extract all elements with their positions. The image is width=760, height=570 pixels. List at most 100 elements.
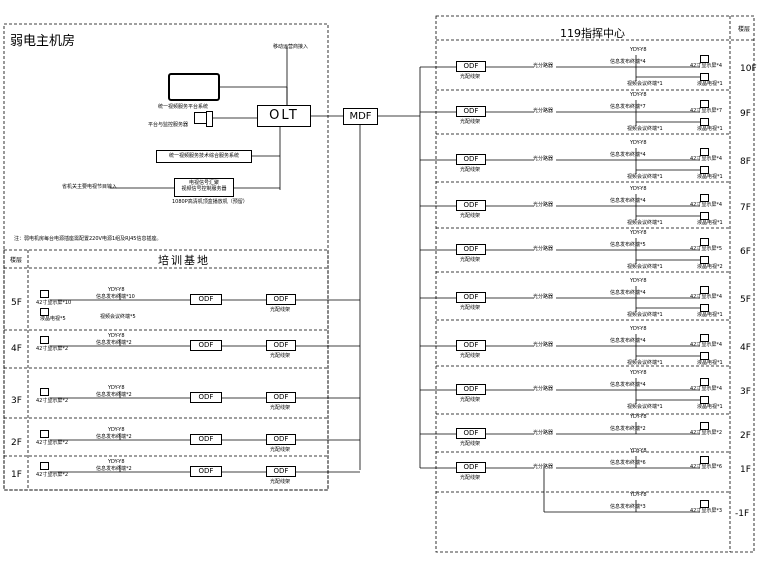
display-label: 42寸显示屏*4 (690, 386, 723, 392)
pon-label: 光分路器 (533, 464, 554, 470)
pon-label: 光分路器 (533, 156, 554, 162)
terminal-label-3: 1080P高清机顶盒播放机（预留） (172, 199, 248, 205)
display-icon (700, 118, 709, 126)
patch-label: 光配线架 (460, 353, 481, 359)
ydy-label: YDY-Y8 (630, 326, 647, 332)
patch-label: 光配线架 (460, 213, 481, 219)
tv-label: 液晶电视*2 (697, 264, 723, 270)
pon-label: 光分路器 (533, 246, 554, 252)
odf-box: ODF (190, 434, 222, 445)
olt-box: OLT (257, 105, 311, 127)
display-icon (700, 100, 709, 108)
player-label: 信息发布终端*4 (610, 290, 646, 296)
conf-label: 视频会议终端*1 (627, 81, 663, 87)
odf-box: ODF (266, 340, 296, 351)
tv-label: 液晶电视*1 (697, 404, 723, 410)
odf-box: ODF (266, 392, 296, 403)
floor-label: 2F (740, 431, 751, 441)
display-icon (40, 462, 49, 470)
ydy-label: YDY-Y8 (108, 459, 125, 465)
odf-box: ODF (266, 466, 296, 477)
tv-label: 液晶电视*1 (697, 360, 723, 366)
tv-label: 液晶电视*1 (697, 126, 723, 132)
floor-label: 1F (11, 470, 22, 480)
display-icon (40, 430, 49, 438)
odf-box: ODF (456, 244, 486, 255)
player-label: 信息发布终端*4 (610, 198, 646, 204)
display-icon (700, 396, 709, 404)
display-icon (40, 336, 49, 344)
ydy-label: YDY-Y8 (630, 186, 647, 192)
player-label: 信息发布终端*10 (96, 294, 135, 300)
floor-label: 5F (11, 298, 22, 308)
floor-label: 3F (740, 387, 751, 397)
ydy-label: YDY-Y8 (630, 492, 647, 498)
display-icon (700, 378, 709, 386)
platform-label: 统一视频服务平台系统 (158, 104, 209, 110)
player-label: 信息发布终端*6 (610, 460, 646, 466)
tv-label: 液晶电视*1 (697, 81, 723, 87)
floor-label: 4F (740, 343, 751, 353)
display-label: 42寸显示屏*2 (36, 440, 69, 446)
floor-label: 3F (11, 396, 22, 406)
terminal-label-2: 视频信号控制服务器 (181, 186, 227, 192)
display-label: 42寸显示屏*4 (690, 342, 723, 348)
patch-label: 光配线架 (460, 167, 481, 173)
patch-label: 光配线架 (460, 257, 481, 263)
floor-label: 5F (740, 295, 751, 305)
ydy-label: YDY-Y8 (630, 230, 647, 236)
conf-label: 视频会议终端*1 (627, 404, 663, 410)
pon-label: 光分路器 (533, 386, 554, 392)
patch-label: 光配线架 (460, 74, 481, 80)
display-icon (700, 256, 709, 264)
mdf-box: MDF (343, 108, 378, 125)
display-icon (700, 73, 709, 81)
conf-label: 视频会议终端*1 (627, 174, 663, 180)
ydy-label: YDY-Y8 (108, 427, 125, 433)
display-label: 42寸显示屏*3 (690, 508, 723, 514)
display-label: 42寸显示屏*10 (36, 300, 72, 306)
ydy-label: YDY-Y8 (630, 414, 647, 420)
floor-label: 1F (740, 465, 751, 475)
odf-box: ODF (456, 292, 486, 303)
conf-label: 视频会议终端*1 (627, 220, 663, 226)
mgmt-server-label: 平台与监控服务器 (148, 122, 189, 128)
patch-label: 光配线架 (460, 441, 481, 447)
display-icon (700, 422, 709, 430)
training-title: 培训基地 (158, 254, 210, 267)
ydy-label: YDY-Y8 (108, 333, 125, 339)
display-label: 42寸显示屏*2 (36, 398, 69, 404)
pon-label: 光分路器 (533, 430, 554, 436)
player-label: 信息发布终端*3 (610, 504, 646, 510)
display-label: 42寸显示屏*2 (36, 472, 69, 478)
floor-label: 9F (740, 109, 751, 119)
training-floor-header: 楼层 (10, 257, 23, 264)
pon-label: 光分路器 (533, 342, 554, 348)
player-label: 信息发布终端*4 (610, 59, 646, 65)
odf-box: ODF (266, 434, 296, 445)
display-icon (40, 290, 49, 298)
display-label: 42寸显示屏*4 (690, 294, 723, 300)
machine-room-title: 弱电主机房 (10, 34, 76, 49)
external-input-label: 省机关主要电视节目输入 (62, 184, 118, 190)
odf-box: ODF (456, 462, 486, 473)
odf-box: ODF (456, 154, 486, 165)
player-label: 信息发布终端*2 (610, 426, 646, 432)
odf-box: ODF (190, 466, 222, 477)
patch-label: 光配线架 (270, 447, 291, 453)
player-label: 信息发布终端*7 (610, 104, 646, 110)
floor-label: 8F (740, 157, 751, 167)
patch-label: 光配线架 (270, 479, 291, 485)
odf-box: ODF (456, 428, 486, 439)
pon-label: 光分路器 (533, 108, 554, 114)
tv-label: 液晶电视*5 (40, 316, 66, 322)
display-label: 42寸显示屏*7 (690, 108, 723, 114)
conf-label: 视频会议终端*1 (627, 360, 663, 366)
display-label: 42寸显示屏*6 (690, 464, 723, 470)
pon-label: 光分路器 (533, 202, 554, 208)
floor-label: -1F (735, 509, 750, 519)
player-label: 信息发布终端*4 (610, 382, 646, 388)
telecom-in-label: 移动运营商接入 (273, 44, 309, 50)
display-device-icon (168, 73, 220, 101)
